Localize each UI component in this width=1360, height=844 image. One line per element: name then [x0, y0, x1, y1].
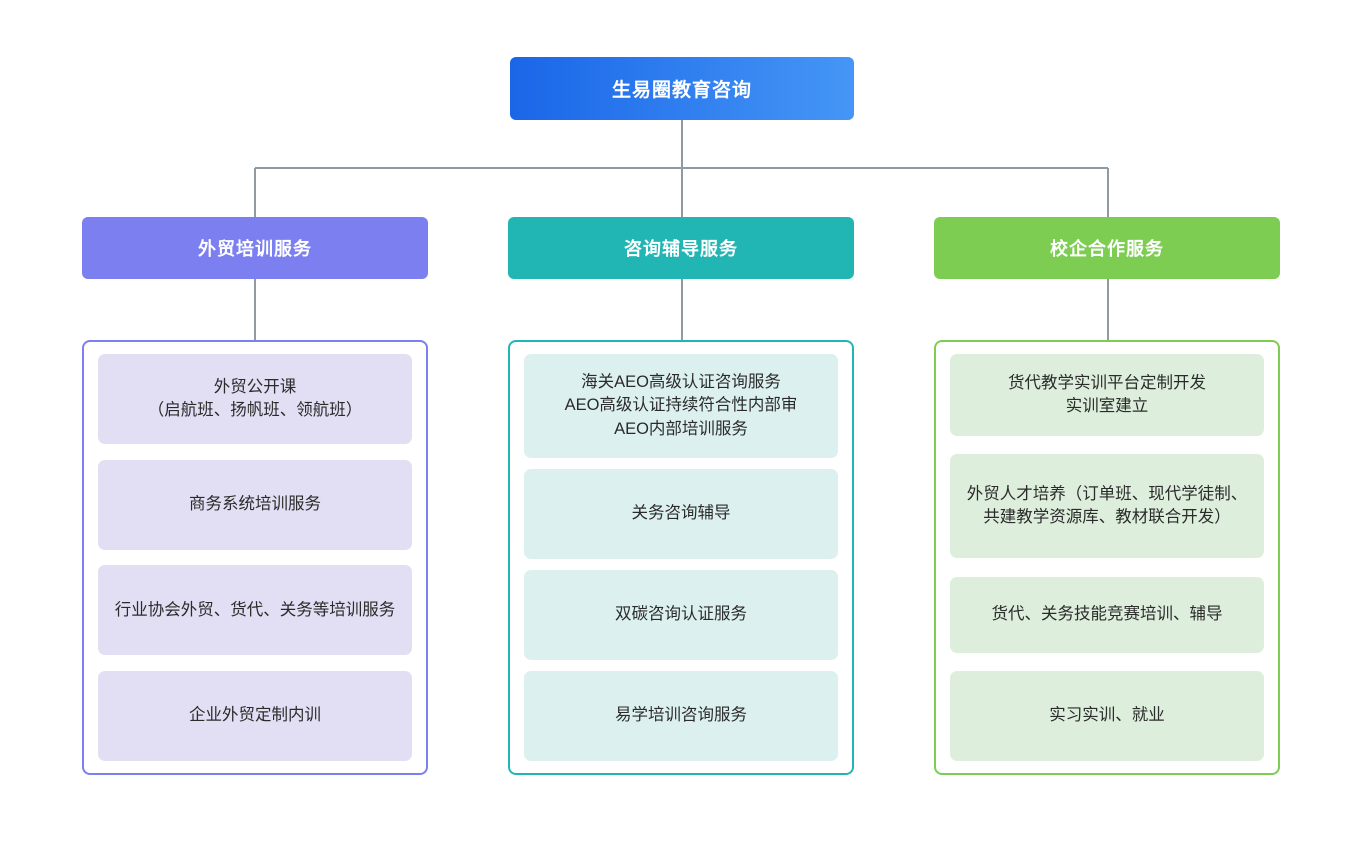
branch-header-label-2: 咨询辅导服务: [624, 239, 738, 259]
branch-column-3: 校企合作服务 货代教学实训平台定制开发 实训室建立 外贸人才培养（订单班、现代学…: [934, 217, 1280, 775]
branch-column-1: 外贸培训服务 外贸公开课 （启航班、扬帆班、领航班） 商务系统培训服务 行业协会…: [82, 217, 428, 775]
leaf-card[interactable]: 行业协会外贸、货代、关务等培训服务: [98, 565, 412, 656]
leaf-card[interactable]: 关务咨询辅导: [524, 469, 838, 559]
root-node-label: 生易圈教育咨询: [611, 80, 752, 101]
leaf-card[interactable]: 货代、关务技能竞赛培训、辅导: [950, 576, 1264, 653]
branch-header-label-3: 校企合作服务: [1050, 239, 1164, 259]
leaf-card[interactable]: 双碳咨询认证服务: [524, 570, 838, 660]
root-node[interactable]: 生易圈教育咨询: [510, 57, 854, 120]
branch-column-2: 咨询辅导服务 海关AEO高级认证咨询服务 AEO高级认证持续符合性内部审 AEO…: [508, 217, 854, 775]
leaf-card[interactable]: 外贸公开课 （启航班、扬帆班、领航班）: [98, 354, 412, 444]
branch-header-3[interactable]: 校企合作服务: [934, 217, 1280, 279]
leaf-card[interactable]: 货代教学实训平台定制开发 实训室建立: [950, 354, 1264, 436]
branch-header-label-1: 外贸培训服务: [198, 239, 312, 259]
leaf-card[interactable]: 企业外贸定制内训: [98, 670, 412, 761]
branch-header-2[interactable]: 咨询辅导服务: [508, 217, 854, 279]
leaf-card[interactable]: 海关AEO高级认证咨询服务 AEO高级认证持续符合性内部审 AEO内部培训服务: [524, 354, 838, 458]
leaf-card[interactable]: 易学培训咨询服务: [524, 671, 838, 761]
branch-panel-2: 海关AEO高级认证咨询服务 AEO高级认证持续符合性内部审 AEO内部培训服务 …: [508, 340, 854, 775]
leaf-card[interactable]: 商务系统培训服务: [98, 459, 412, 550]
branch-panel-3: 货代教学实训平台定制开发 实训室建立 外贸人才培养（订单班、现代学徒制、共建教学…: [934, 340, 1280, 775]
leaf-card[interactable]: 外贸人才培养（订单班、现代学徒制、共建教学资源库、教材联合开发）: [950, 454, 1264, 559]
leaf-card[interactable]: 实习实训、就业: [950, 670, 1264, 761]
branch-panel-1: 外贸公开课 （启航班、扬帆班、领航班） 商务系统培训服务 行业协会外贸、货代、关…: [82, 340, 428, 775]
branch-header-1[interactable]: 外贸培训服务: [82, 217, 428, 279]
